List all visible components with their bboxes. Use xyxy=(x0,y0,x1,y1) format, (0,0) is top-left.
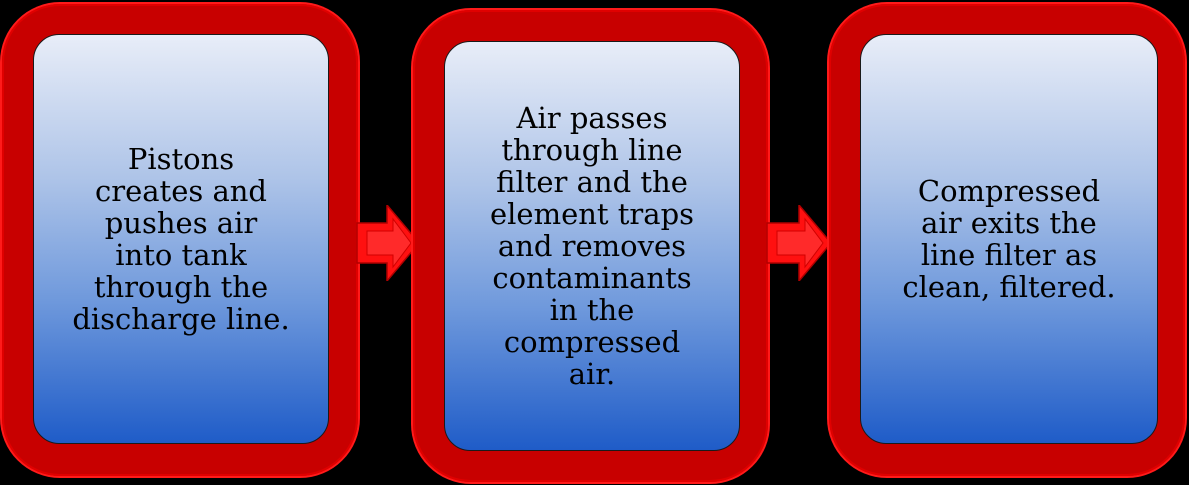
step-1-panel: Pistons creates and pushes air into tank… xyxy=(33,34,329,444)
step-2-text: Air passes through line filter and the e… xyxy=(489,101,695,391)
step-3-text: Compressed air exits the line filter as … xyxy=(902,174,1116,304)
step-3-panel: Compressed air exits the line filter as … xyxy=(860,34,1158,444)
step-2-panel: Air passes through line filter and the e… xyxy=(444,41,740,451)
step-1-text: Pistons creates and pushes air into tank… xyxy=(72,142,290,336)
right-arrow-icon xyxy=(766,205,832,281)
right-arrow-icon xyxy=(356,205,420,281)
